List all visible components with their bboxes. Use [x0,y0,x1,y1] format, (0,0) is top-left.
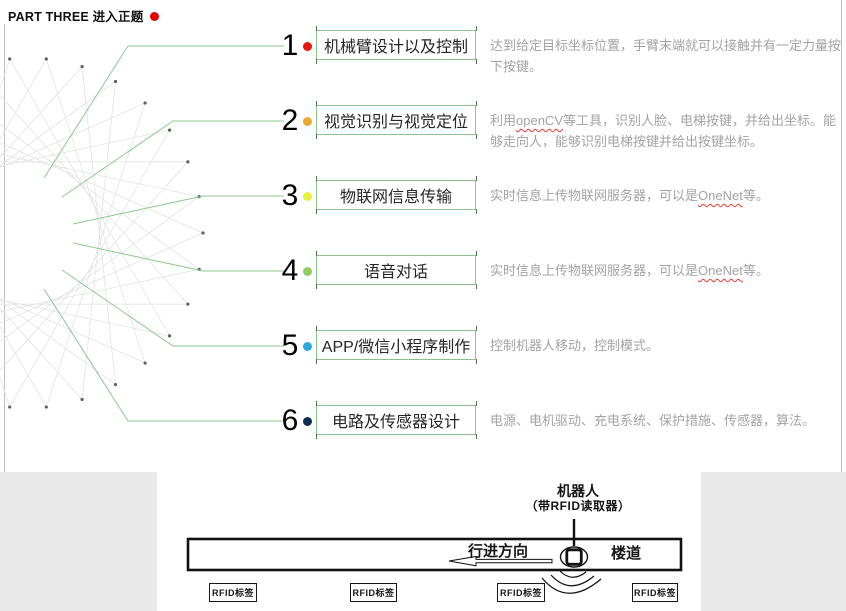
page-title: PART THREE 进入正题 [8,10,144,24]
topic-box: 视觉识别与视觉定位 [315,101,476,139]
rfid-tag-box: RFID标签 [497,583,545,602]
description-text: 等。 [742,263,769,278]
topic-number: 4 [281,254,299,287]
robot-label: 机器人 （带RFID读取器） [500,483,656,513]
slide-header: PART THREE 进入正题 [8,6,160,25]
topic-number: 6 [281,404,299,437]
topic-description: 控制机器人移动，控制模式。 [490,335,842,356]
topic-dot [303,416,312,426]
topic-row: 6 电路及传感器设计 电源、电机驱动、充电系统、保护措施、传感器，算法。 [0,401,846,439]
topic-description: 达到给定目标坐标位置，手臂末端就可以接触并有一定力量按下按键。 [490,35,842,77]
topic-description: 利用openCV等工具，识别人脸、电梯按键，并给出坐标。能够走向人，能够识别电梯… [490,110,842,152]
topic-box: 语音对话 [315,251,476,289]
description-text: 等。 [742,188,769,203]
topic-box: 机械臂设计以及控制 [315,26,476,64]
topic-dot [303,41,312,51]
topic-row: 2 视觉识别与视觉定位 利用openCV等工具，识别人脸、电梯按键，并给出坐标。… [0,101,846,149]
topic-dot [303,116,312,126]
description-text: 利用 [490,113,517,128]
spellchecked-word: OneNet [698,188,743,203]
topic-connectors [43,45,284,422]
description-text: 等工具，识别人脸、电梯按键，并给出坐标。能够走向人，能够识别电梯按键并给出按键坐… [490,113,837,149]
robot-label-line2: （带RFID读取器） [525,499,631,513]
corridor-label: 楼道 [611,545,642,562]
title-bullet-icon [150,11,160,21]
slide-right-border [841,0,842,472]
rfid-tag-box: RFID标签 [209,583,257,602]
topic-description: 实时信息上传物联网服务器，可以是OneNet等。 [490,185,842,206]
topic-number: 2 [281,104,299,137]
topic-row: 3 物联网信息传输 实时信息上传物联网服务器，可以是OneNet等。 [0,176,846,214]
topic-description: 电源、电机驱动、充电系统、保护措施、传感器，算法。 [490,410,842,431]
topic-row: 4 语音对话 实时信息上传物联网服务器，可以是OneNet等。 [0,251,846,289]
topic-row: 1 机械臂设计以及控制 达到给定目标坐标位置，手臂末端就可以接触并有一定力量按下… [0,26,846,74]
topic-number: 5 [281,329,299,362]
description-text: 控制机器人移动，控制模式。 [490,338,660,353]
spellchecked-word: OneNet [698,263,743,278]
topic-box: 物联网信息传输 [315,176,476,214]
rfid-tag-box: RFID标签 [632,583,678,602]
topic-box: APP/微信小程序制作 [315,326,476,364]
topic-description: 实时信息上传物联网服务器，可以是OneNet等。 [490,260,842,281]
description-text: 达到给定目标坐标位置，手臂末端就可以接触并有一定力量按下按键。 [490,38,842,74]
direction-label: 行进方向 [468,543,529,560]
topic-row: 5 APP/微信小程序制作 控制机器人移动，控制模式。 [0,326,846,364]
spellchecked-word: openCV [516,113,563,128]
description-text: 实时信息上传物联网服务器，可以是 [490,188,699,203]
robot-label-line1: 机器人 [557,483,599,499]
topic-dot [303,341,312,351]
description-text: 实时信息上传物联网服务器，可以是 [490,263,699,278]
topic-box: 电路及传感器设计 [315,401,476,439]
topic-dot [303,191,312,201]
rfid-tag-box: RFID标签 [350,583,397,602]
description-text: 电源、电机驱动、充电系统、保护措施、传感器，算法。 [490,413,816,428]
topic-number: 3 [281,179,299,212]
topic-number: 1 [281,29,299,62]
topic-dot [303,266,312,276]
